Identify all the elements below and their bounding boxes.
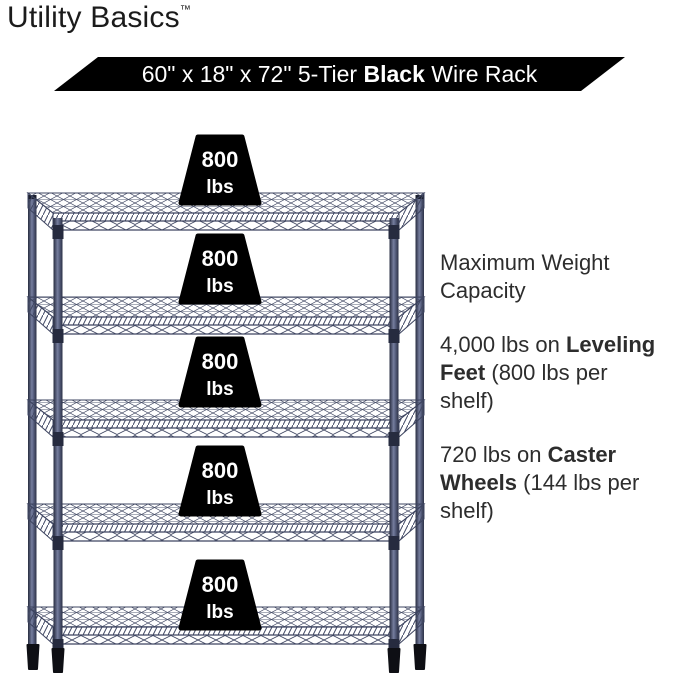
post-back-right bbox=[415, 195, 424, 650]
weight-value: 800 bbox=[202, 572, 239, 597]
trademark-symbol: ™ bbox=[179, 4, 191, 16]
capacity-info: Maximum Weight Capacity 4,000 lbs on Lev… bbox=[440, 249, 679, 551]
post-front-right bbox=[388, 218, 400, 653]
post-back-left bbox=[28, 195, 37, 650]
banner-text-suffix: Wire Rack bbox=[424, 60, 538, 87]
wire-rack-illustration: 800 lbs 800 lbs 800 lbs 800 lbs 800 lbs bbox=[26, 134, 427, 673]
shelf-3 bbox=[26, 398, 426, 439]
weight-unit: lbs bbox=[206, 177, 233, 198]
title-banner: 60" x 18" x 72" 5-Tier Black Wire Rack bbox=[54, 57, 625, 91]
leveling-feet bbox=[26, 644, 427, 673]
shelf-2 bbox=[26, 295, 426, 336]
post-front-left bbox=[52, 218, 64, 653]
weight-value: 800 bbox=[202, 349, 239, 374]
capacity-heading-line2: Capacity bbox=[440, 278, 526, 303]
weight-badge-1: 800 lbs bbox=[178, 134, 262, 206]
weight-value: 800 bbox=[202, 458, 239, 483]
weight-unit: lbs bbox=[206, 379, 233, 400]
brand-logo: Utility Basics™ bbox=[7, 1, 191, 35]
banner-text-color: Black bbox=[363, 60, 425, 87]
weight-badge-3: 800 lbs bbox=[178, 336, 262, 408]
weight-unit: lbs bbox=[206, 276, 233, 297]
weight-value: 800 bbox=[202, 246, 239, 271]
weight-unit: lbs bbox=[206, 602, 233, 623]
leveling-feet-capacity: 4,000 lbs on Leveling Feet (800 lbs per … bbox=[440, 332, 656, 413]
weight-unit: lbs bbox=[206, 488, 233, 509]
banner-text-prefix: 60" x 18" x 72" 5-Tier bbox=[141, 60, 364, 87]
weight-badge-4: 800 lbs bbox=[178, 445, 262, 517]
weight-value: 800 bbox=[202, 147, 239, 172]
capacity-heading: Maximum Weight Capacity bbox=[440, 249, 679, 305]
capacity-heading-line1: Maximum Weight bbox=[440, 250, 610, 275]
weight-badge-5: 800 lbs bbox=[178, 559, 262, 631]
weight-badge-2: 800 lbs bbox=[178, 233, 262, 305]
brand-name: Utility Basics bbox=[7, 1, 180, 34]
caster-wheels-capacity: 720 lbs on Caster Wheels (144 lbs per sh… bbox=[440, 442, 640, 523]
